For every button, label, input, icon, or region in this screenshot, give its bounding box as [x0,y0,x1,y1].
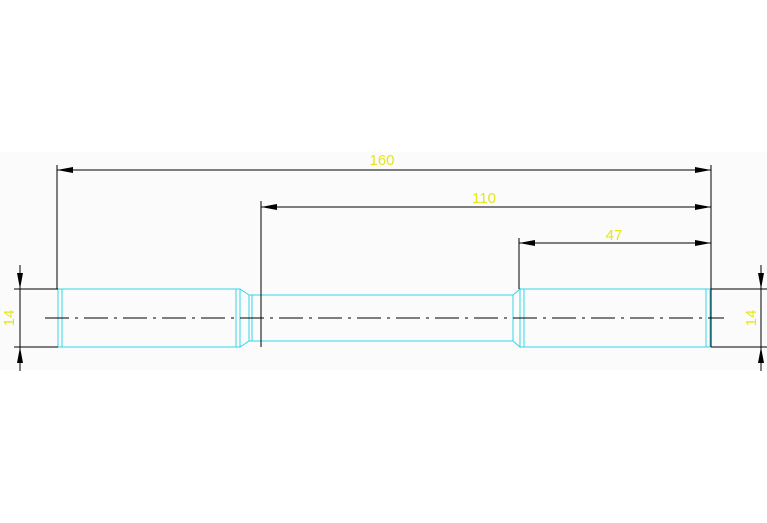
dimension-right-diameter-label: 14 [743,310,760,327]
extension-lines [14,165,767,348]
dimension-right-diameter: 14 [743,265,764,371]
dimension-right-length: 110 [261,190,711,210]
dimension-end-length-label: 47 [606,227,623,244]
dimension-left-diameter-label: 14 [1,310,18,327]
dimension-overall-length: 160 [57,152,711,173]
drawing-area [0,152,767,370]
dimension-left-diameter: 14 [1,265,23,371]
dimension-overall-length-label: 160 [369,152,394,169]
dimension-end-length: 47 [519,227,711,246]
dimension-right-length-label: 110 [472,190,496,207]
